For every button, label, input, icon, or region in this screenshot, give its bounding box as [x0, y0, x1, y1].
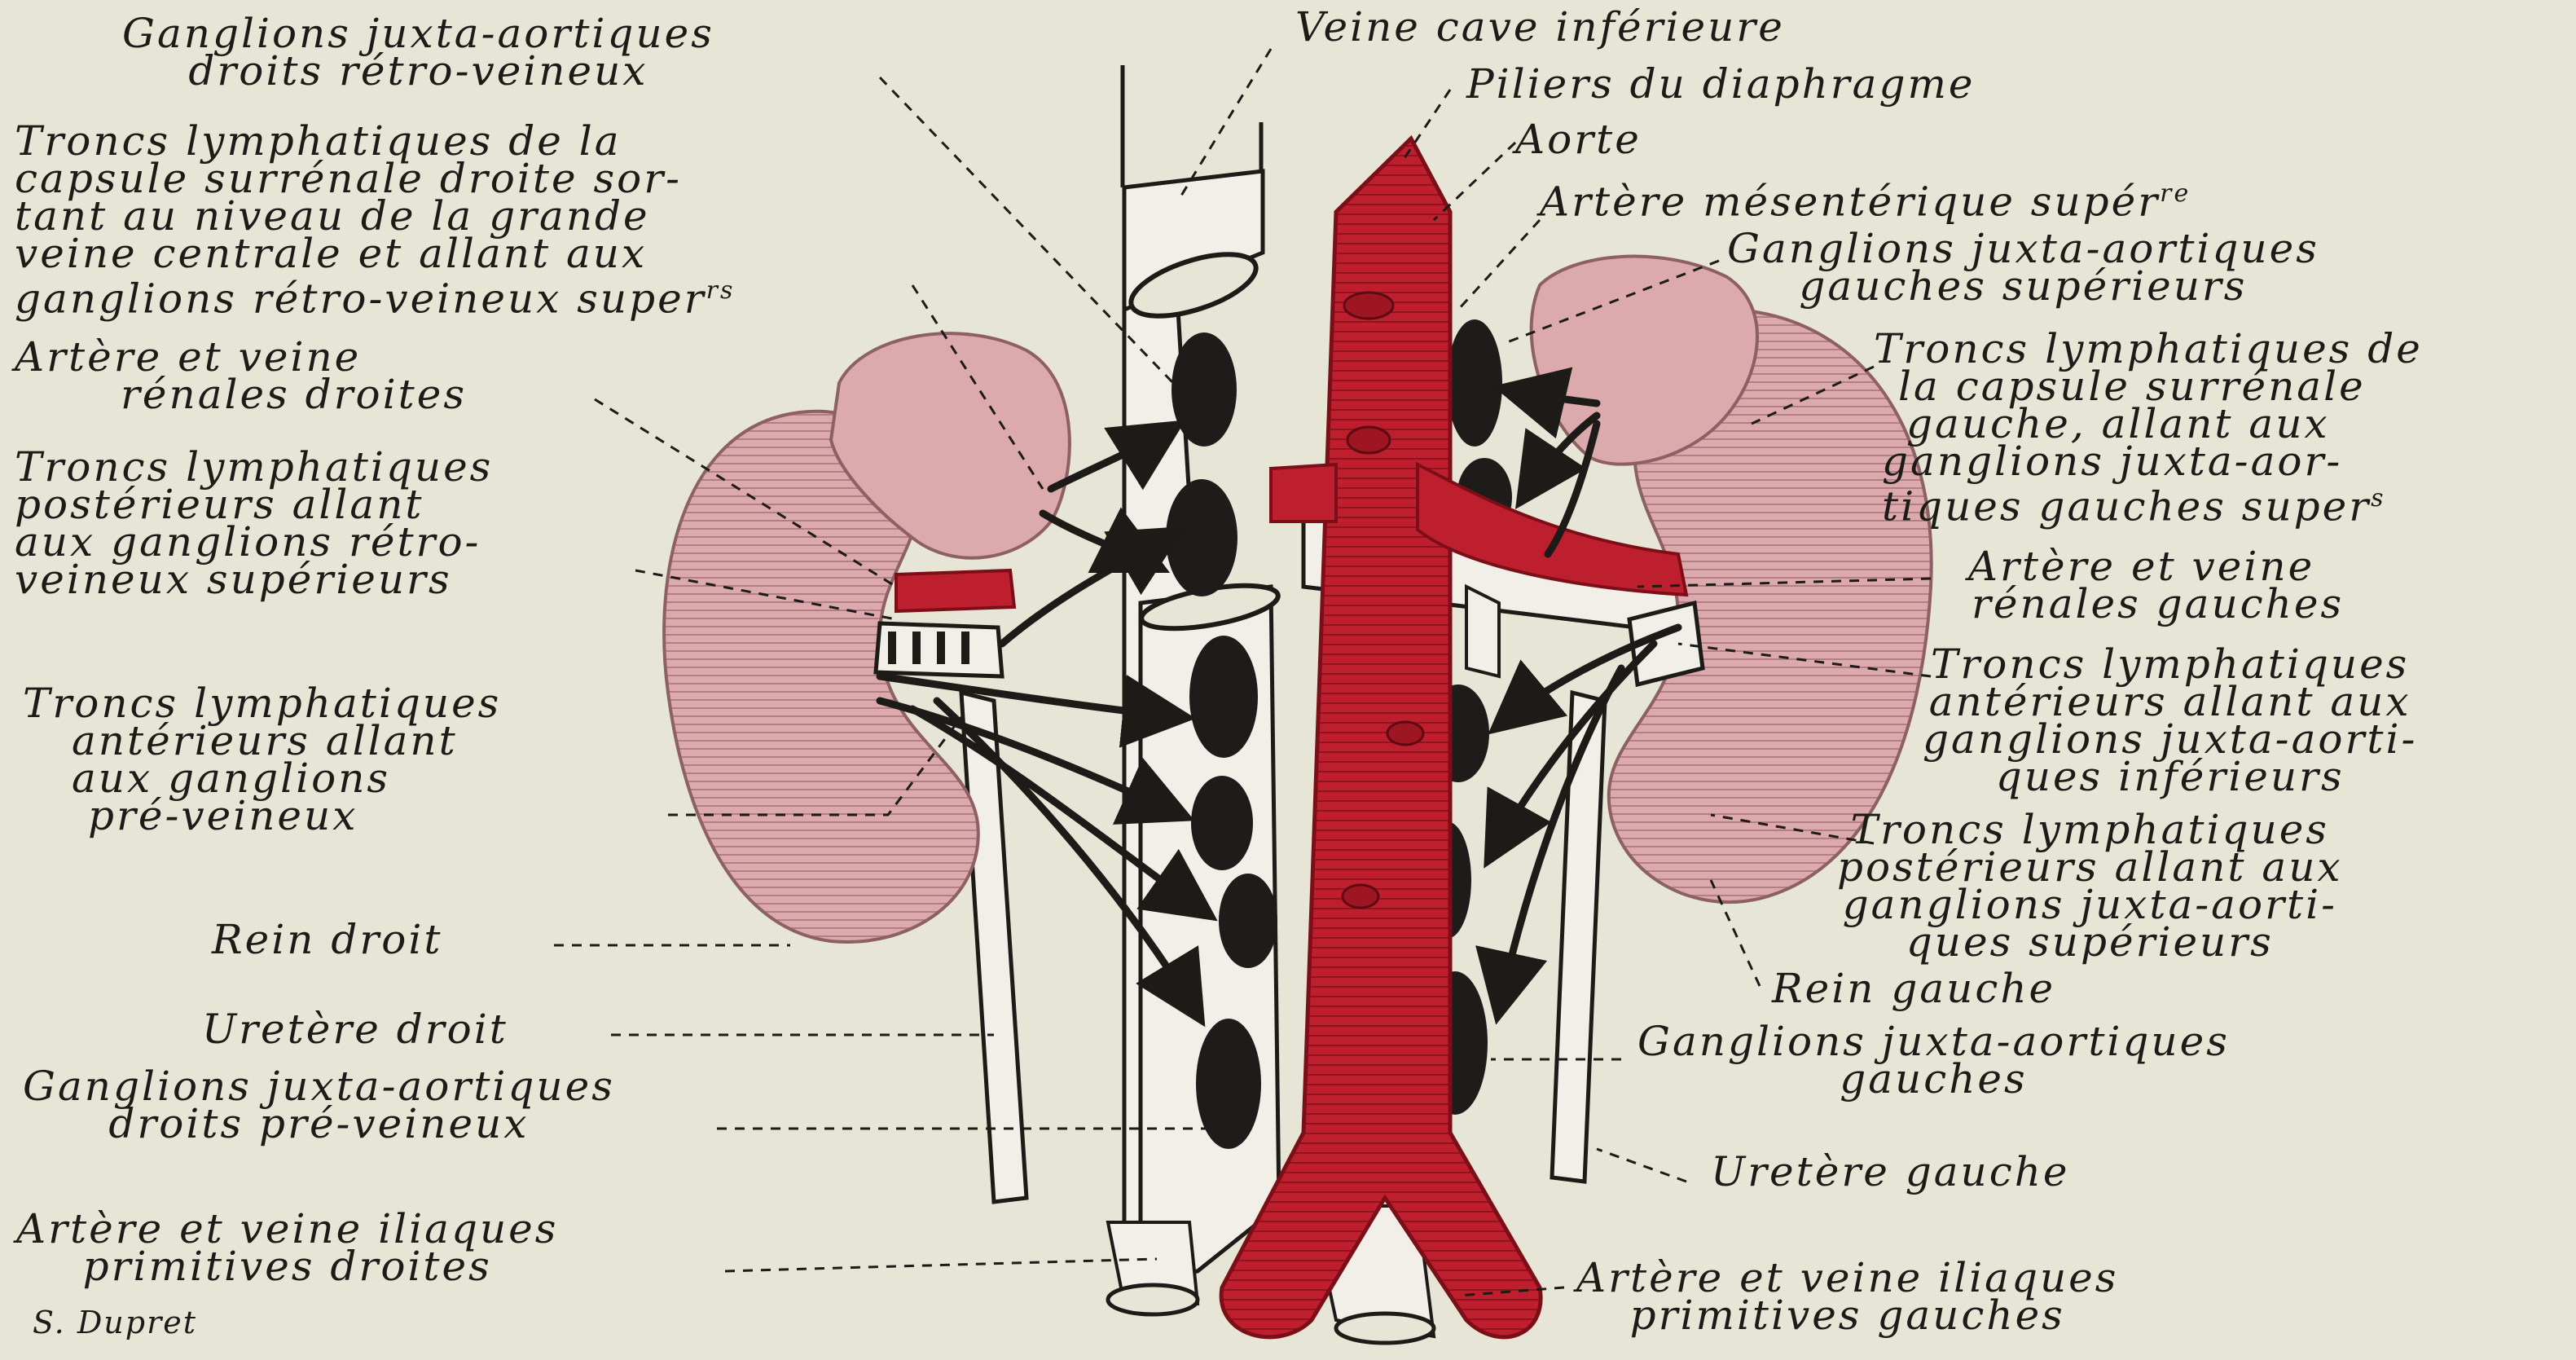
label-ganglions-juxta-gauches: Ganglions juxta-aortiques gauches	[1637, 1023, 2230, 1098]
artist-signature: S. Dupret	[33, 1304, 197, 1341]
label-troncs-anterieurs-droits: Troncs lymphatiques antérieurs allant au…	[23, 684, 501, 834]
label-ganglions-juxta-droits-pre: Ganglions juxta-aortiques droits pré-vei…	[23, 1067, 615, 1142]
label-artere-mesenterique: Artère mésentérique supérre	[1540, 175, 2191, 221]
label-troncs-posterieurs-droits: Troncs lymphatiques postérieurs allant a…	[15, 448, 493, 598]
superscript: s	[2371, 484, 2385, 513]
label-ganglions-juxta-droits-retro: Ganglions juxta-aortiques droits rétro-v…	[122, 15, 714, 90]
label-veine-cave: Veine cave inférieure	[1295, 8, 1785, 46]
label-troncs-capsule-droite: Troncs lymphatiques de la capsule surrén…	[15, 122, 735, 318]
lymph-node	[1219, 874, 1277, 968]
lymph-node	[1447, 319, 1502, 447]
superscript: rs	[706, 276, 736, 305]
label-aorte: Aorte	[1515, 121, 1642, 158]
lymph-node	[1189, 636, 1258, 758]
label-iliaques-gauches: Artère et veine iliaques primitives gauc…	[1576, 1259, 2118, 1334]
renal-artery-left-stub	[1271, 464, 1336, 522]
label-uretere-droit: Uretère droit	[202, 1010, 508, 1048]
label-uretere-gauche: Uretère gauche	[1711, 1153, 2070, 1191]
label-rein-droit: Rein droit	[212, 921, 442, 958]
label-rein-gauche: Rein gauche	[1772, 970, 2055, 1007]
label-artere-veine-renales-gauches: Artère et veine rénales gauches	[1939, 548, 2344, 623]
lymph-node	[1172, 332, 1237, 447]
label-iliaques-droites: Artère et veine iliaques primitives droi…	[16, 1210, 558, 1285]
lymph-node	[1191, 776, 1253, 870]
label-piliers: Piliers du diaphragme	[1466, 65, 1976, 103]
label-artere-veine-renales-droites: Artère et veine rénales droites	[15, 338, 467, 413]
renal-artery-right	[896, 570, 1014, 611]
label-troncs-anterieurs-gauches: Troncs lymphatiques antérieurs allant au…	[1923, 645, 2417, 795]
lymph-node	[1166, 479, 1237, 596]
label-ganglions-juxta-gauches-sup: Ganglions juxta-aortiques gauches supéri…	[1727, 230, 2319, 305]
label-troncs-posterieurs-gauches: Troncs lymphatiques postérieurs allant a…	[1837, 811, 2343, 961]
superscript: re	[2160, 179, 2191, 208]
ureter-right	[961, 693, 1026, 1202]
label-troncs-capsule-gauche: Troncs lymphatiques de la capsule surrén…	[1874, 330, 2423, 526]
